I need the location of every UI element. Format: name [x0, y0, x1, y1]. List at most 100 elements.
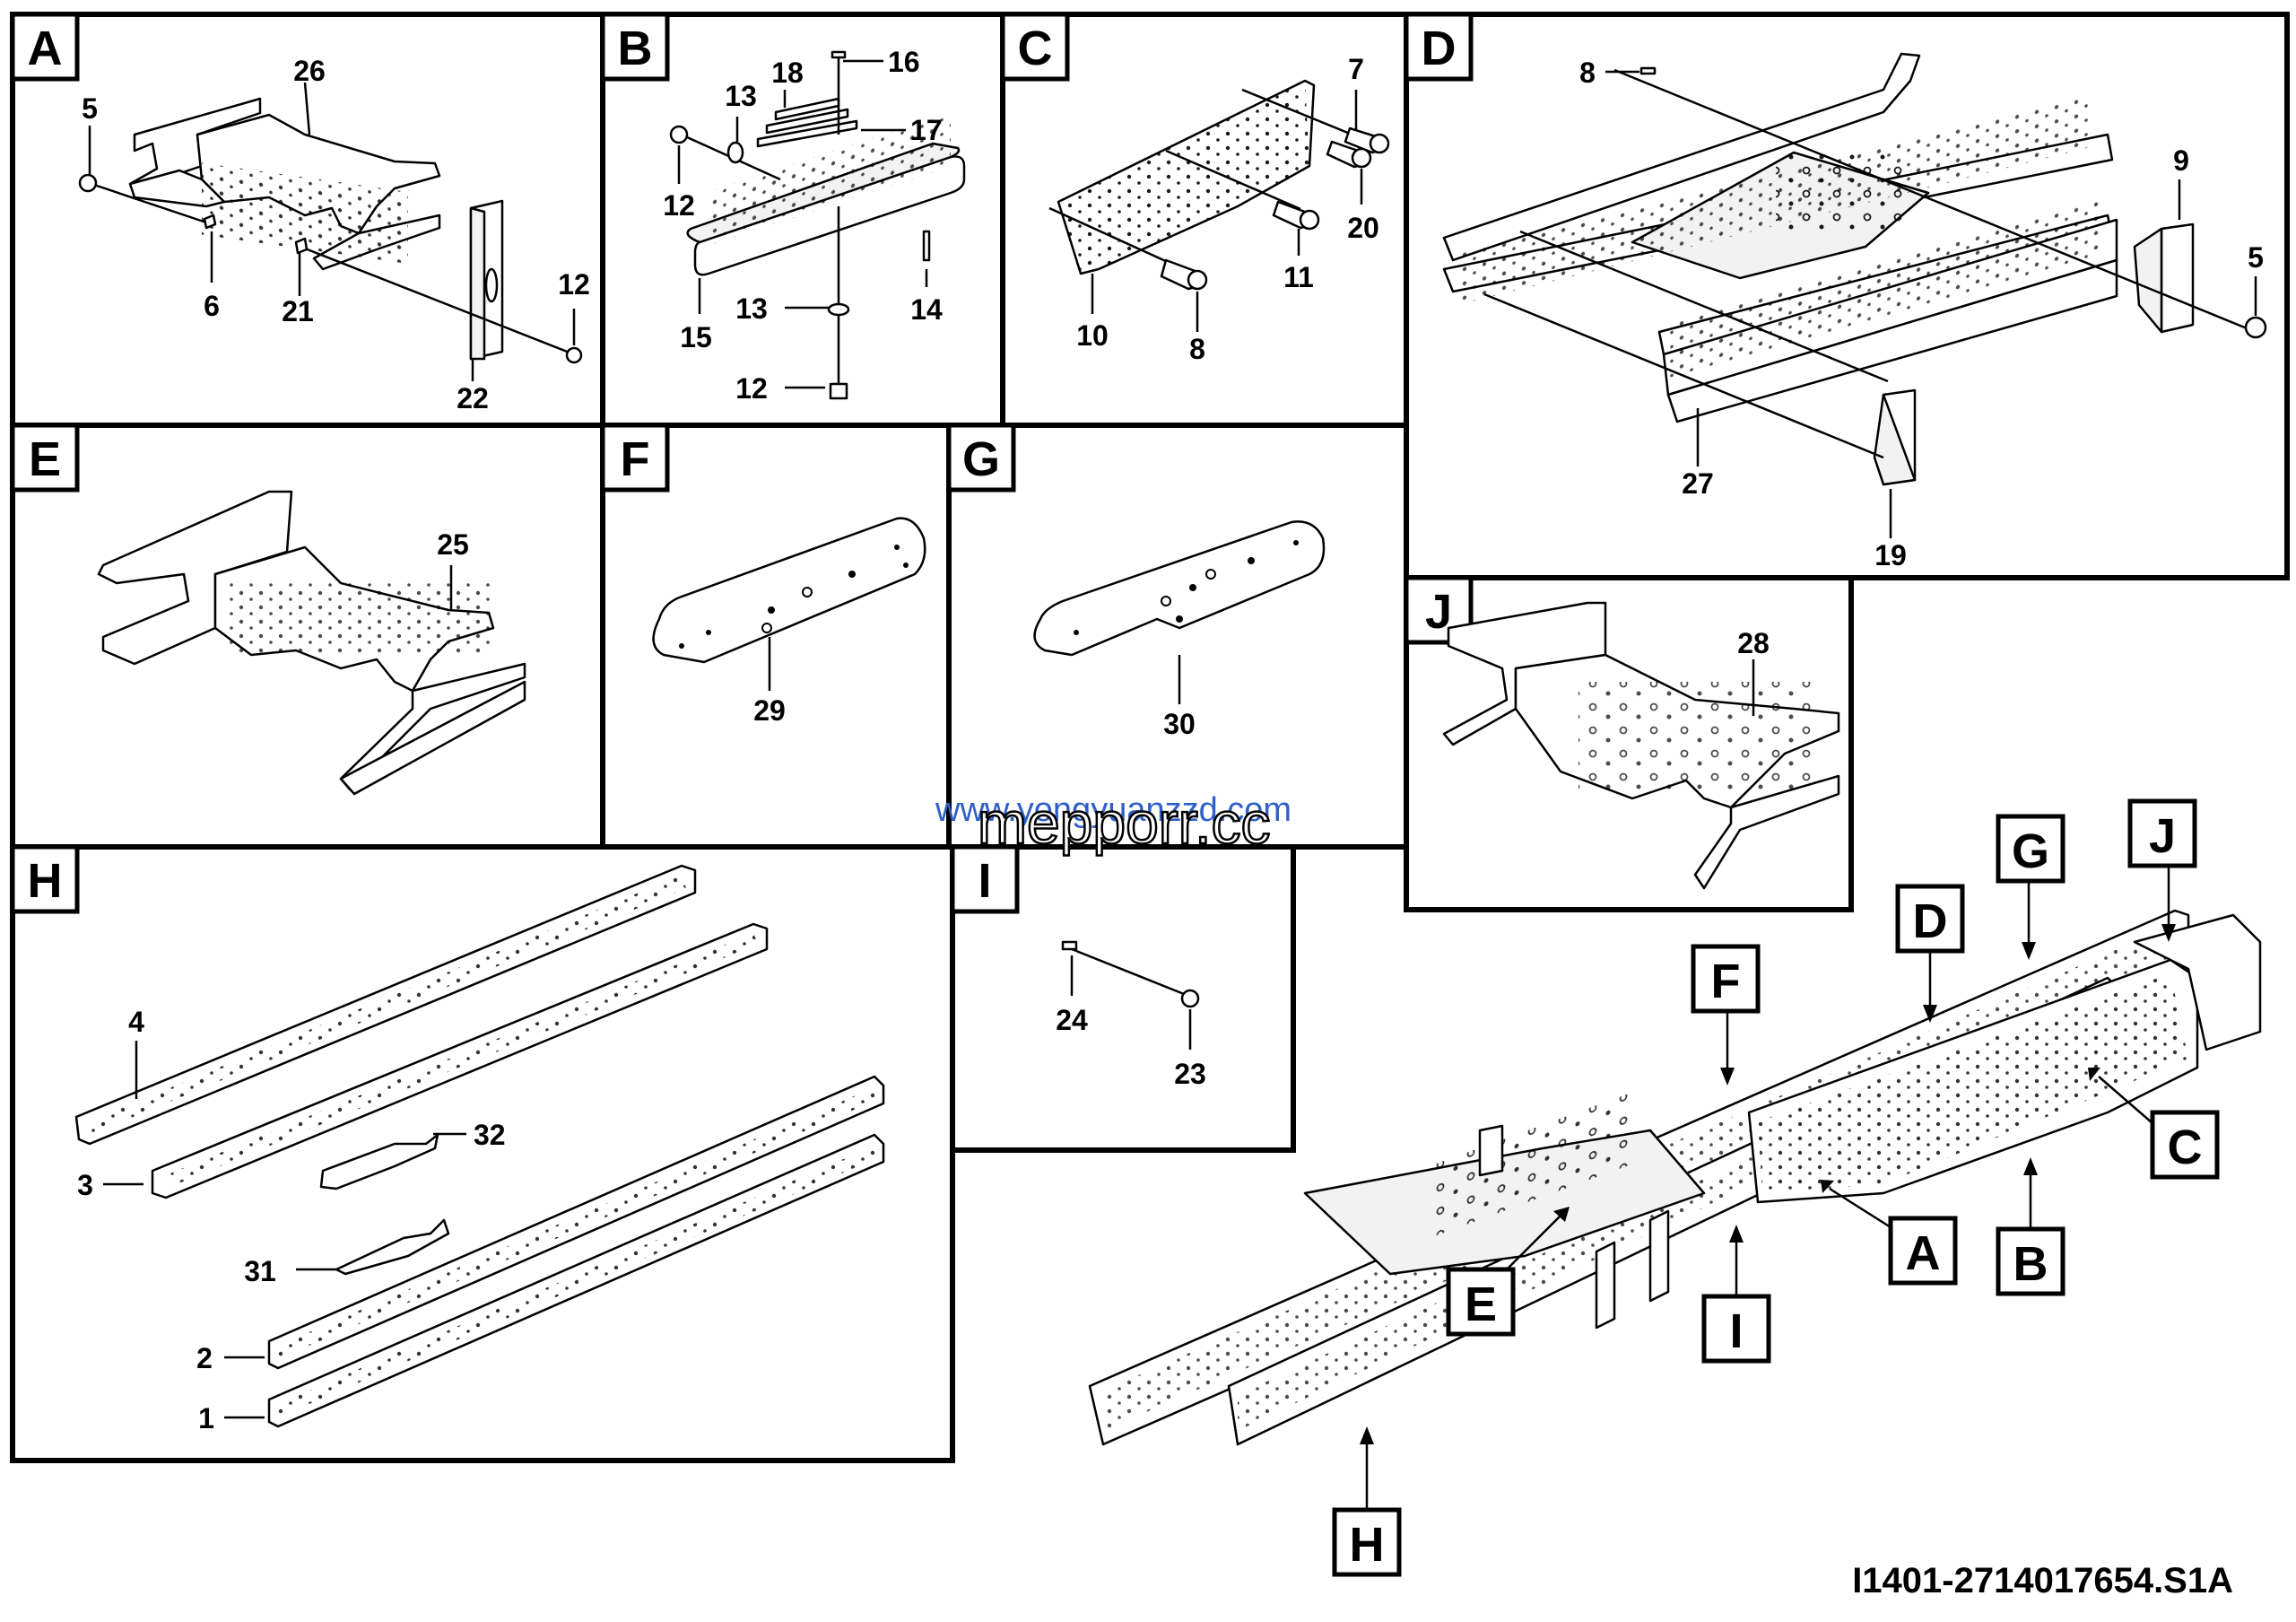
panel-f-badge	[600, 423, 670, 493]
svg-text:C: C	[2168, 1121, 2203, 1174]
nut-5-d-icon	[2244, 316, 2267, 339]
panel-b-letter: B	[618, 22, 653, 75]
crossmember-part-25	[97, 490, 526, 796]
label-a-6: 6	[204, 290, 220, 322]
bolt-6-icon	[203, 214, 217, 230]
label-c-20: 20	[1347, 212, 1379, 244]
label-i-24: 24	[1056, 1004, 1088, 1036]
rail-part-4	[74, 864, 697, 1146]
svg-text:E: E	[1465, 1278, 1497, 1331]
panel-f: F 29	[600, 423, 952, 850]
rail-part-1	[267, 1133, 885, 1428]
bracket-part-9	[2133, 222, 2195, 334]
label-e-25: 25	[437, 528, 469, 561]
panel-i-letter: I	[978, 854, 991, 908]
panel-c-badge	[1000, 12, 1070, 82]
svg-text:H: H	[1350, 1518, 1385, 1572]
panel-f-letter: F	[621, 432, 650, 486]
label-h-4: 4	[128, 1006, 144, 1038]
label-h-32: 32	[474, 1119, 506, 1151]
label-b-15: 15	[680, 321, 712, 353]
svg-text:D: D	[1913, 894, 1948, 948]
label-b-13: 13	[725, 80, 757, 112]
label-d-8: 8	[1579, 57, 1596, 89]
nut-12-bottom-icon	[829, 382, 848, 400]
label-b-17: 17	[910, 114, 943, 146]
panel-b: B 16 18 13 17 12 15	[600, 12, 1005, 428]
callout-f: F	[1691, 944, 1761, 1086]
label-d-9: 9	[2173, 144, 2189, 177]
callout-e: E	[1446, 1207, 1570, 1337]
label-h-1: 1	[198, 1402, 214, 1435]
label-b-12b: 12	[735, 372, 768, 405]
panel-i-badge	[950, 844, 1020, 914]
bolt-11-icon	[1272, 200, 1320, 231]
panel-a-badge	[10, 12, 80, 82]
callout-a: A	[1821, 1180, 1958, 1286]
panel-h-letter: H	[28, 854, 63, 908]
panel-h-badge	[10, 844, 80, 914]
label-a-26: 26	[293, 55, 326, 87]
nut-5-icon	[78, 173, 98, 193]
callout-i: I	[1701, 1225, 1771, 1364]
crossmember-part-28	[1442, 601, 1840, 890]
bracket-part-19	[1873, 388, 1917, 486]
panel-i: I 24 23	[950, 844, 1296, 1153]
label-h-3: 3	[77, 1169, 93, 1201]
nut-12-icon	[565, 346, 583, 364]
panel-c: C 7 20 11 10 8	[1000, 12, 1409, 428]
bolt-24-icon	[1061, 940, 1078, 951]
label-b-14: 14	[910, 293, 943, 326]
label-d-27: 27	[1682, 467, 1714, 500]
svg-text:A: A	[1906, 1226, 1941, 1280]
panel-c-letter: C	[1018, 22, 1053, 75]
nut-23-icon	[1180, 989, 1200, 1008]
label-c-11: 11	[1283, 261, 1314, 293]
label-c-7: 7	[1348, 53, 1364, 85]
washer-13-bottom-icon	[827, 302, 850, 317]
svg-text:J: J	[2149, 809, 2176, 863]
panel-e: E 25	[10, 423, 605, 850]
label-j-28: 28	[1737, 627, 1770, 659]
label-b-12: 12	[663, 189, 695, 222]
crossmember-part-26	[128, 97, 441, 271]
label-b-18: 18	[771, 57, 804, 89]
callout-h: H	[1332, 1426, 1402, 1577]
panel-d: D 8 9 5 27	[1404, 12, 2290, 580]
callout-d: D	[1895, 884, 1965, 1023]
callout-j: J	[2127, 798, 2197, 942]
callout-b: B	[1996, 1157, 2066, 1296]
panel-j: J 28	[1404, 575, 1854, 912]
label-b-16: 16	[888, 46, 920, 78]
label-h-2: 2	[196, 1342, 213, 1374]
watermark-logo: mepporr.cc	[978, 789, 1270, 856]
plate-part-30	[1033, 520, 1326, 657]
watermark-url: www.yongyuanzzd.com	[935, 791, 1292, 829]
label-d-19: 19	[1874, 539, 1907, 571]
panel-g-badge	[946, 423, 1016, 493]
plate-part-29	[652, 517, 926, 664]
panel-d-badge	[1404, 12, 1474, 82]
beam-part-15	[686, 112, 966, 276]
label-a-21: 21	[282, 295, 314, 327]
label-a-22: 22	[457, 382, 489, 414]
plates-part-17	[756, 97, 858, 148]
plate-part-10	[1057, 79, 1316, 275]
panel-h: H 4 32 3 31 2 1	[10, 844, 955, 1463]
washer-13-top-icon	[726, 141, 744, 164]
panel-d-letter: D	[1422, 22, 1457, 75]
bolt-21-icon	[294, 237, 309, 255]
label-b-13b: 13	[735, 292, 768, 325]
label-h-31: 31	[244, 1255, 276, 1287]
svg-text:F: F	[1711, 955, 1741, 1008]
panel-e-letter: E	[29, 432, 61, 486]
label-f-29: 29	[753, 694, 786, 727]
svg-text:B: B	[2013, 1237, 2048, 1291]
svg-text:I: I	[1729, 1304, 1743, 1358]
overview-assembly	[1088, 909, 2262, 1446]
bracket-part-22	[469, 199, 504, 361]
nut-12-top-icon	[669, 125, 689, 144]
label-a-5: 5	[82, 92, 98, 125]
frame-assembly-part-27	[1442, 52, 2118, 423]
